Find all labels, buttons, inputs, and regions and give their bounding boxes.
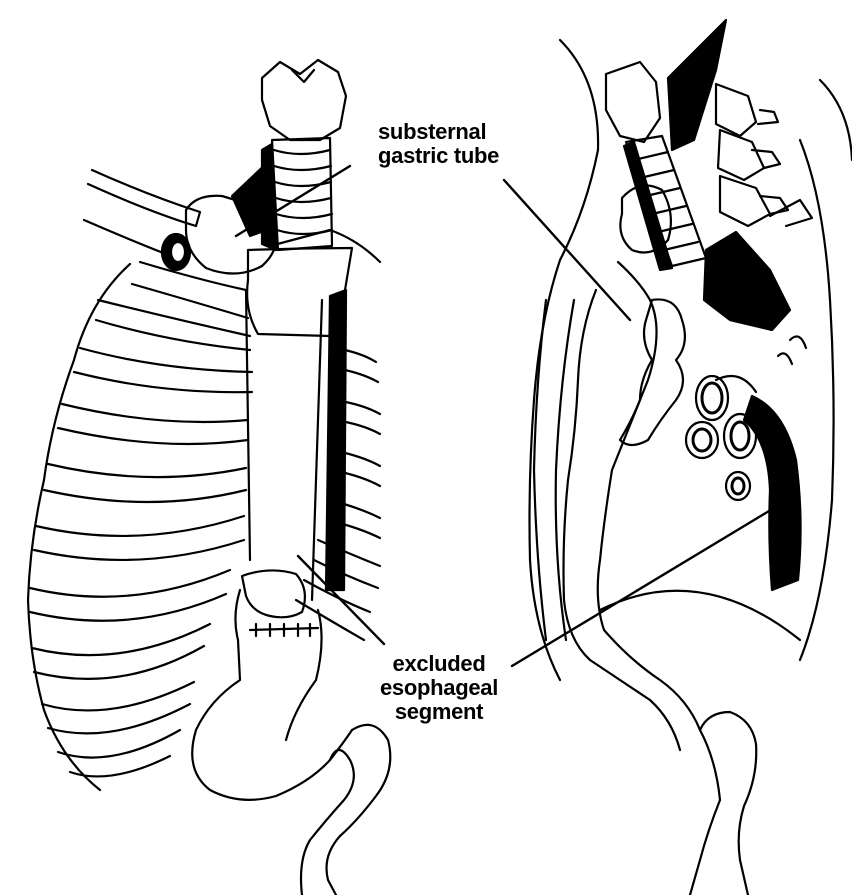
leader-excluded-right	[512, 508, 774, 666]
right-ribs-left	[296, 290, 380, 640]
aorta-right	[744, 396, 801, 590]
label-excluded-esophageal-segment: excluded esophageal segment	[380, 652, 498, 724]
label-substernal-gastric-tube: substernal gastric tube	[378, 120, 499, 168]
trachea-right	[624, 136, 706, 270]
leader-substernal-right	[504, 180, 630, 320]
label-bottom-line2: esophageal	[380, 676, 498, 700]
stomach-left	[242, 570, 305, 617]
cervical-spine	[716, 84, 812, 226]
label-bottom-line1: excluded	[380, 652, 498, 676]
label-bottom-line3: segment	[380, 700, 498, 724]
label-top-line1: substernal	[378, 120, 499, 144]
anterior-view	[28, 60, 390, 895]
lateral-view	[530, 20, 852, 895]
stomach-right	[700, 712, 756, 895]
clavicle-left	[88, 170, 200, 226]
substernal-gastric-tube	[598, 262, 720, 800]
rib-cage-left	[28, 262, 252, 790]
label-top-line2: gastric tube	[378, 144, 499, 168]
great-vessels	[686, 376, 756, 500]
larynx-right	[606, 62, 660, 142]
larynx-left	[262, 60, 346, 140]
neck-muscle-left	[232, 160, 272, 236]
thymus-fat	[620, 299, 685, 445]
